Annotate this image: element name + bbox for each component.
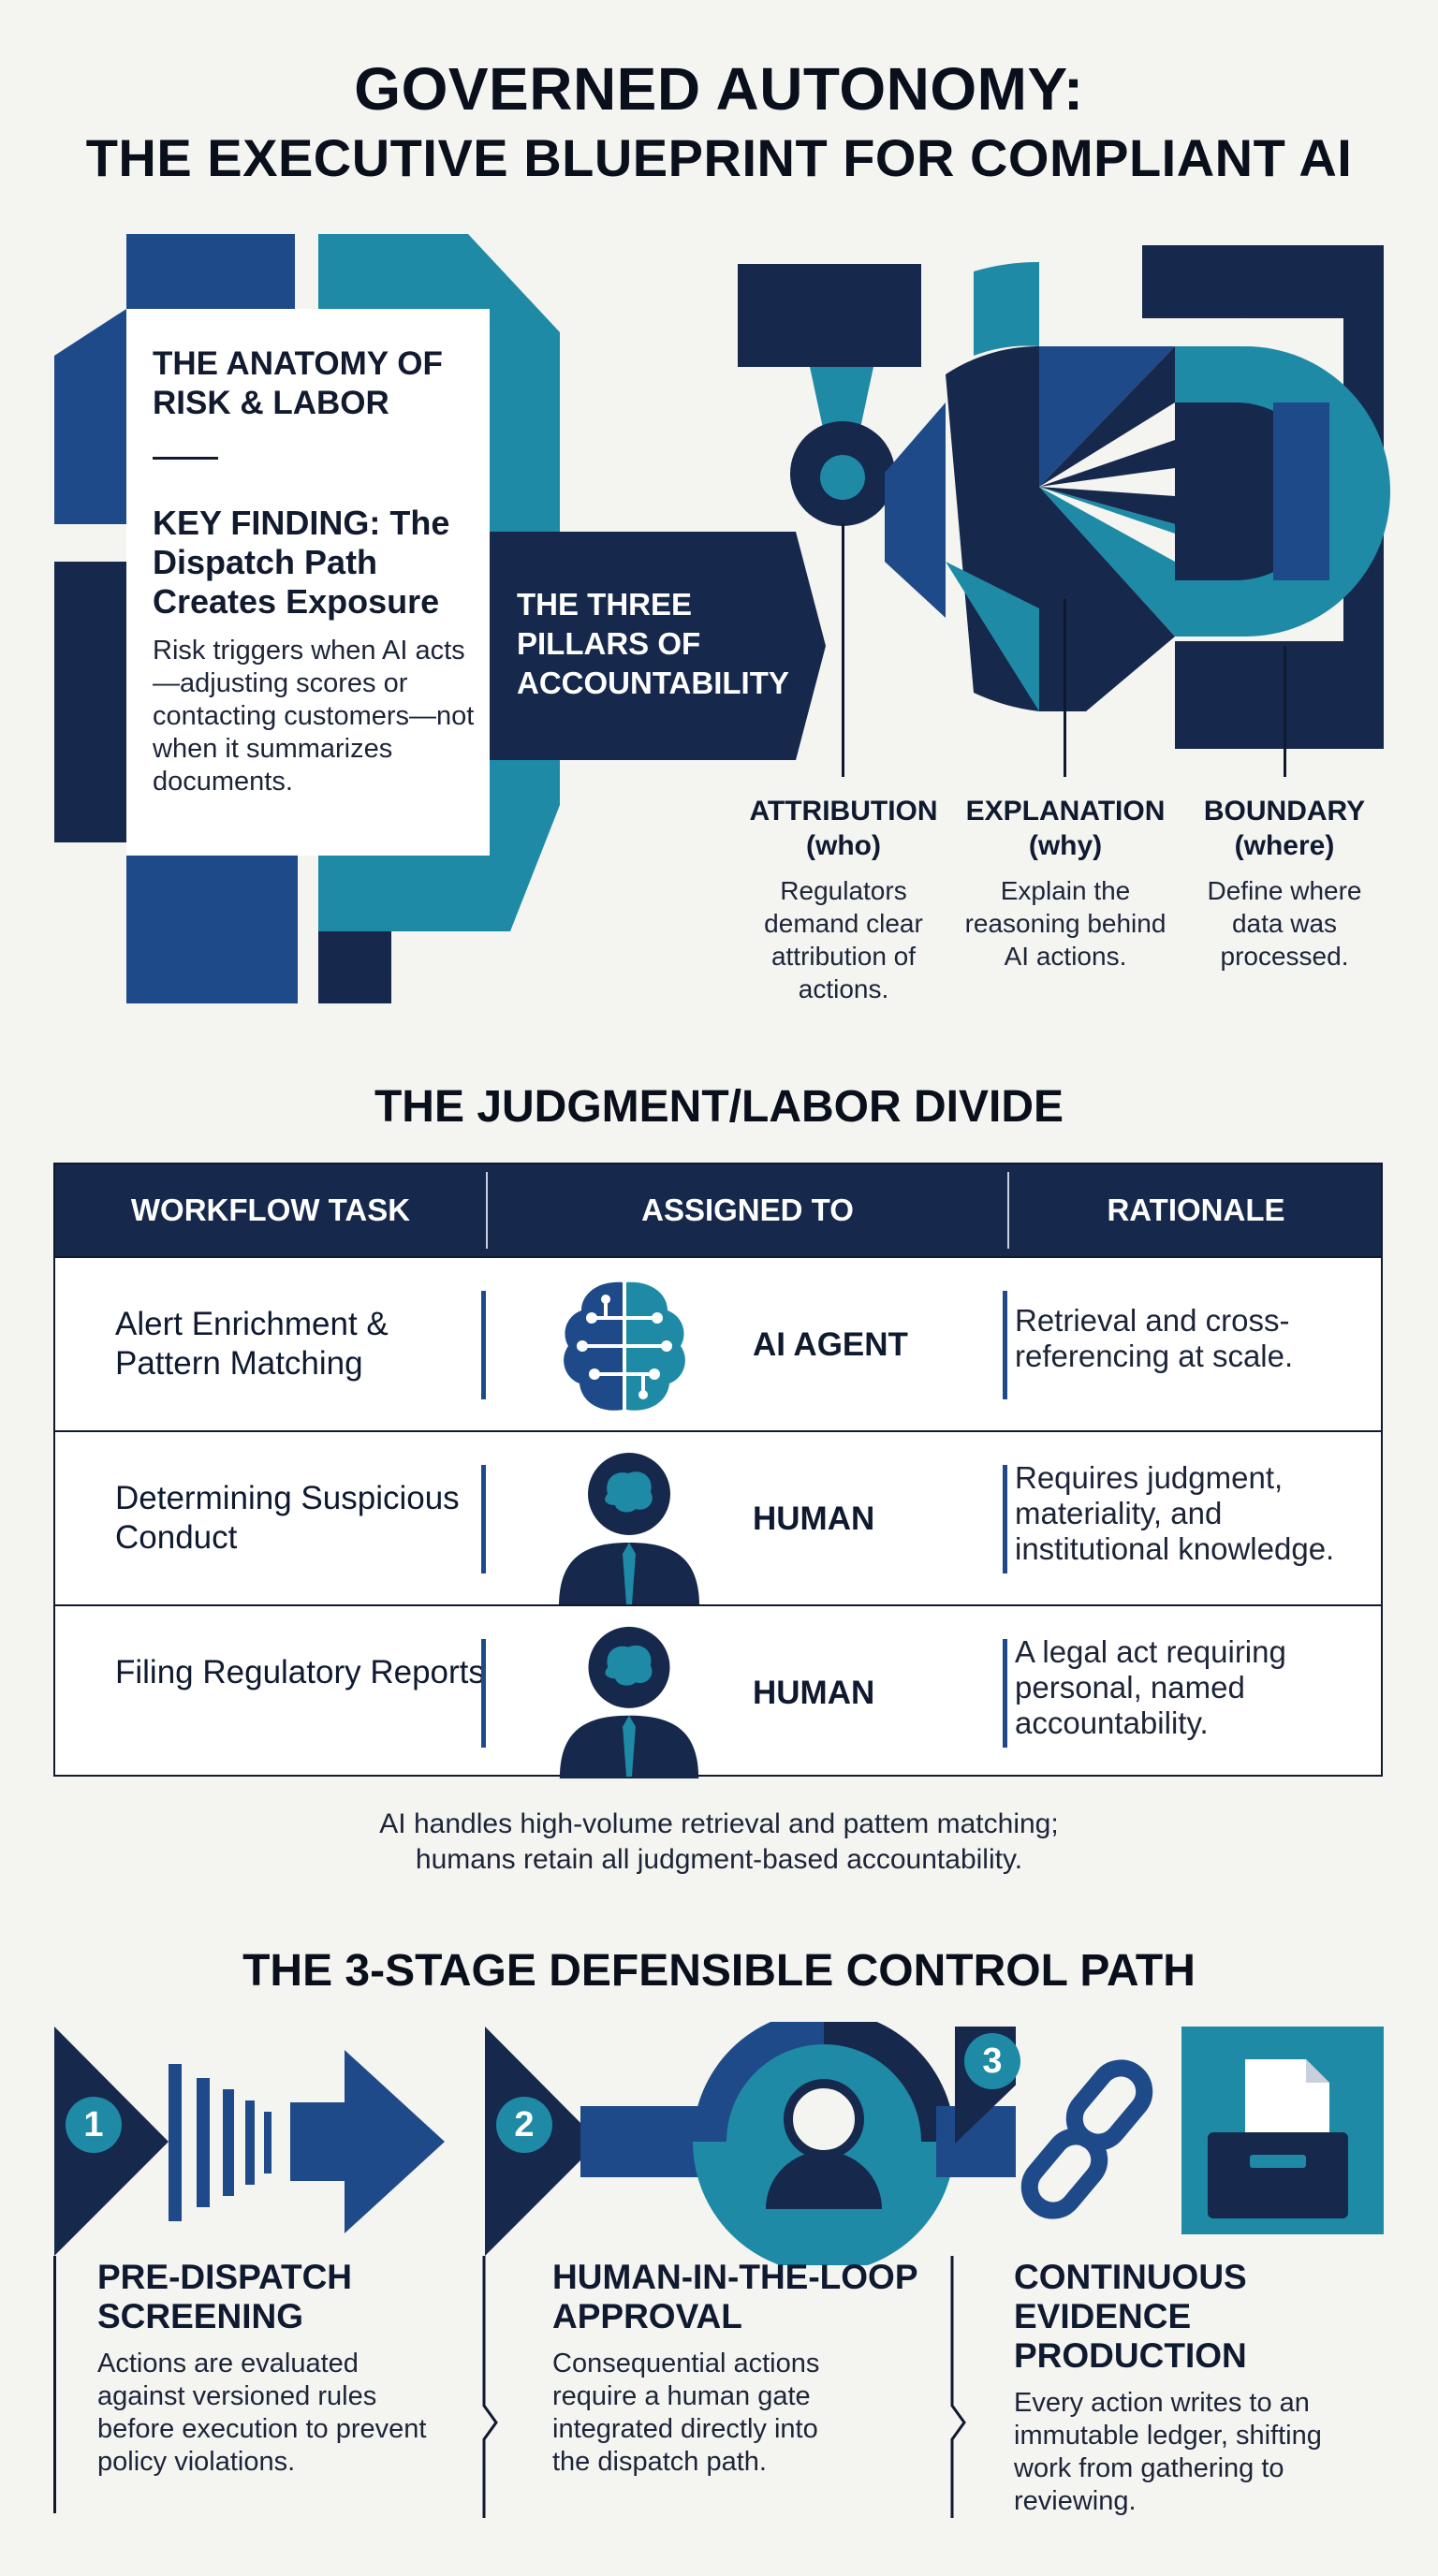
pillar-body: Define where data was processed. (1207, 876, 1362, 971)
divide-caption: AI handles high-volume retrieval and pat… (0, 1807, 1438, 1878)
caption-line-2: humans retain all judgment-based account… (415, 1844, 1023, 1875)
pillars-label: THE THREE PILLARS OF ACCOUNTABILITY (517, 587, 789, 700)
key-finding: KEY FINDING: The Dispatch Path Creates E… (153, 504, 450, 621)
row-divider (1003, 1639, 1007, 1748)
pillar-title: BOUNDARY (1203, 796, 1366, 827)
step-title-line-2: APPROVAL (552, 2297, 742, 2335)
task-cell: Determining Suspicious Conduct (115, 1480, 460, 1556)
divide-title: THE JUDGMENT/LABOR DIVIDE (374, 1082, 1064, 1132)
pillar-subtitle: (where) (1234, 830, 1335, 861)
pillar-line-attribution (842, 524, 844, 777)
pillar-body: Regulators demand clear attribution of a… (764, 876, 923, 1003)
assigned-cell: HUMAN (753, 1675, 875, 1711)
pillar-title: EXPLANATION (965, 796, 1166, 827)
row-divider (481, 1639, 486, 1748)
anatomy-heading: THE ANATOMY OF RISK & LABOR (153, 345, 443, 421)
step-2-badge: 2 (496, 2097, 552, 2153)
anatomy-geometric-graphic (54, 234, 1390, 1003)
divide-table: WORKFLOW TASK ASSIGNED TO RATIONALE Aler… (53, 1163, 1383, 1778)
table-row: Filing Regulatory Reports HUMAN A legal … (55, 1604, 1381, 1778)
cluster-block (738, 264, 921, 367)
step-1: PRE-DISPATCH SCREENING Actions are evalu… (97, 2258, 472, 2479)
ai-brain-circuit-icon (564, 1281, 685, 1411)
step-1-badge: 1 (66, 2097, 122, 2153)
ray-3 (1039, 487, 1175, 562)
row-divider (1003, 1465, 1007, 1573)
table-header: WORKFLOW TASK ASSIGNED TO RATIONALE (55, 1164, 1381, 1256)
step-body: Every action writes to an immutable ledg… (1014, 2388, 1322, 2516)
assigned-cell: HUMAN (753, 1500, 875, 1537)
frame-bottom-left-block (126, 856, 298, 1003)
cluster-shard (885, 402, 946, 618)
human-brain-icon (559, 1453, 699, 1606)
ray-1 (1039, 402, 1175, 487)
frame-top-left-block (54, 234, 295, 524)
control-title: THE 3-STAGE DEFENSIBLE CONTROL PATH (242, 1946, 1196, 1996)
page-title-line-2: THE EXECUTIVE BLUEPRINT FOR COMPLIANT AI (85, 128, 1353, 187)
step-title-line-2: SCREENING (97, 2297, 303, 2335)
human-brain-icon (559, 1626, 699, 1778)
header-divider (1007, 1172, 1009, 1249)
table-row: Determining Suspicious Conduct HUMAN Req… (55, 1430, 1381, 1606)
pillar-explanation: EXPLANATION (why) Explain the reasoning … (957, 794, 1174, 973)
rationale-cell: Retrieval and cross-referencing at scale… (1015, 1303, 1294, 1373)
step-2: HUMAN-IN-THE-LOOP APPROVAL Consequential… (552, 2258, 936, 2479)
anatomy-card: THE ANATOMY OF RISK & LABOR KEY FINDING:… (126, 309, 490, 856)
step-3: CONTINUOUS EVIDENCE PRODUCTION Every act… (1014, 2258, 1426, 2518)
cluster-top-cap (1142, 245, 1384, 318)
rationale-cell: A legal act requiring personal, named ac… (1015, 1634, 1286, 1740)
task-cell: Alert Enrichment & Pattern Matching (115, 1306, 389, 1382)
ray-2 (1039, 468, 1175, 496)
header-assigned-to: ASSIGNED TO (641, 1193, 854, 1227)
pillars-arrow (490, 532, 826, 760)
assigned-cell: AI AGENT (753, 1326, 908, 1363)
step-title-line-1: CONTINUOUS (1014, 2258, 1247, 2296)
caption-line-1: AI handles high-volume retrieval and pat… (379, 1808, 1059, 1839)
step-3-line (950, 2256, 966, 2518)
cluster-wedge (946, 562, 1039, 711)
step-1-line (53, 2256, 56, 2513)
frame-left-bar (54, 562, 126, 842)
row-divider (1003, 1291, 1007, 1399)
pillar-subtitle: (why) (1028, 830, 1103, 861)
cluster-tri-4 (1039, 487, 1175, 711)
pillar-title: ATTRIBUTION (749, 796, 938, 827)
header-rationale: RATIONALE (1107, 1193, 1285, 1227)
pillar-line-explanation (1064, 599, 1066, 777)
cluster-ring-center (820, 455, 865, 500)
page-title-line-1: GOVERNED AUTONOMY: (354, 55, 1084, 123)
pillar-body: Explain the reasoning behind AI actions. (964, 876, 1167, 971)
step-title-line-1: PRE-DISPATCH (97, 2258, 353, 2296)
frame-top-right-block (318, 234, 560, 524)
rationale-cell: Requires judgment, materiality, and inst… (1015, 1460, 1335, 1566)
anatomy-body: Risk triggers when AI acts—adjusting sco… (153, 636, 475, 797)
table-row: Alert Enrichment & Pattern Matching AI A… (55, 1256, 1381, 1430)
step-title-line-2: EVIDENCE PRODUCTION (1014, 2297, 1247, 2375)
pillar-boundary: BOUNDARY (where) Define where data was p… (1181, 794, 1387, 973)
step-2-line (482, 2256, 498, 2518)
step-body: Consequential actions require a human ga… (552, 2349, 820, 2477)
file-drawer-icon (1208, 2059, 1348, 2218)
stage1-arrow (290, 2050, 445, 2233)
step-title-line-1: HUMAN-IN-THE-LOOP (552, 2258, 918, 2296)
header-workflow-task: WORKFLOW TASK (130, 1193, 411, 1227)
pillar-subtitle: (who) (806, 830, 881, 861)
cluster-bar (1273, 402, 1329, 580)
pillar-line-boundary (1284, 646, 1286, 777)
row-divider (481, 1465, 486, 1573)
cluster-arc-top (974, 261, 1039, 356)
step-body: Actions are evaluated against versioned … (97, 2349, 427, 2477)
anatomy-divider (153, 457, 218, 460)
step-3-badge: 3 (964, 2033, 1020, 2089)
control-path-graphic (54, 2022, 1384, 2265)
header-divider (486, 1172, 488, 1249)
task-cell: Filing Regulatory Reports (115, 1654, 485, 1690)
link-chain-icon (1020, 2059, 1153, 2219)
pillar-attribution: ATTRIBUTION (who) Regulators demand clea… (735, 794, 952, 1005)
frame-bottom-square (318, 931, 391, 1003)
row-divider (481, 1291, 486, 1399)
